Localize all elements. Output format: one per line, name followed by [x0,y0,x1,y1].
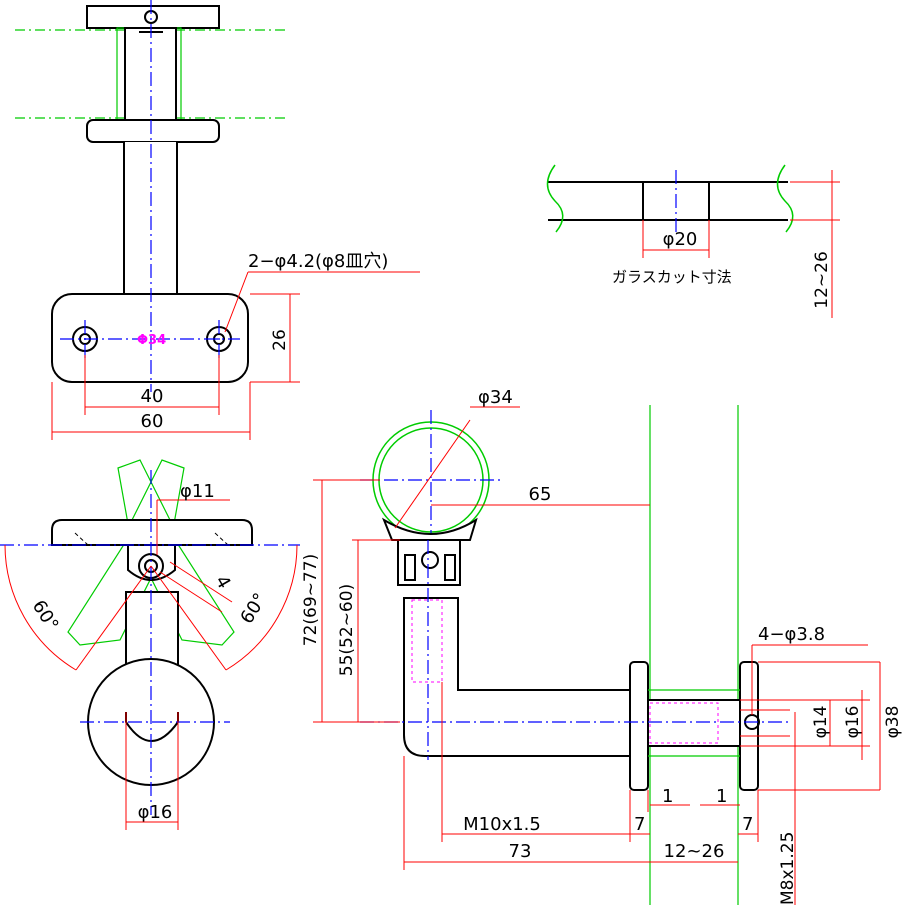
glass-thickness-label: 12~26 [812,251,832,309]
thread-m10-label: M10x1.5 [463,814,541,835]
dim-26-label: 26 [270,329,290,351]
hole-spec-label: 2−φ4.2(φ8皿穴) [248,251,388,272]
plate-dia-label: Φ34 [137,333,166,348]
thread-m8-label: M8x1.25 [778,832,798,905]
washer-right-label: 7 [742,814,753,835]
bolt-holes-label: 4−φ3.8 [758,624,825,645]
base-plate [51,293,249,383]
dia-14-label: φ14 [811,706,831,739]
height-total-label: 72(69~77) [301,554,321,646]
hinge-block [397,539,461,586]
top-view-bracket: Φ34 2−φ4.2(φ8皿穴) 26 40 60 [15,0,420,440]
depth-total-label: 73 [509,841,532,862]
tilt-dim-label: 4 [211,572,235,592]
glass-range-label: 12~26 [664,841,725,862]
pin-dia-label: φ11 [180,481,215,502]
front-plate [51,519,253,546]
dim-60-label: 60 [141,411,164,432]
rail-saddle [381,517,478,541]
glass-note: ガラスカット寸法 [612,268,732,286]
spacer [647,699,741,747]
angle-right-label: 60° [236,589,271,627]
thread-m10 [411,599,443,683]
dia-38-label: φ38 [883,706,903,739]
swing-left [67,459,176,646]
angle-arc-right [225,544,298,671]
tube-dia-label: φ16 [138,802,173,823]
gap-left-label: 1 [662,786,673,807]
washer-left-label: 7 [634,814,645,835]
glass-hole-label: φ20 [663,229,698,250]
swing-right [126,459,235,646]
angle-left-label: 60° [28,597,63,635]
break-line-right [776,164,794,233]
glass-cut-view: φ20 12~26 ガラスカット寸法 [546,164,840,318]
top-saddle [86,5,220,29]
disc-left [629,661,649,791]
l-arm [403,597,631,757]
front-view-angles: 60° 60° 4 φ11 φ16 [0,459,300,830]
angle-arc-left [4,544,77,671]
section-view: φ34 65 72(69~77) 55(52~60) 4−φ3.8 φ14 φ1… [301,387,903,905]
disc-right [739,661,759,791]
break-line-left [546,164,564,233]
dim-40-label: 40 [141,386,164,407]
height-center-label: 55(52~60) [337,584,357,676]
rail-dia-label: φ34 [478,387,513,408]
dia-16-label: φ16 [843,706,863,739]
gap-right-label: 1 [716,786,727,807]
reach-label: 65 [529,484,552,505]
collar-flange [86,119,220,143]
